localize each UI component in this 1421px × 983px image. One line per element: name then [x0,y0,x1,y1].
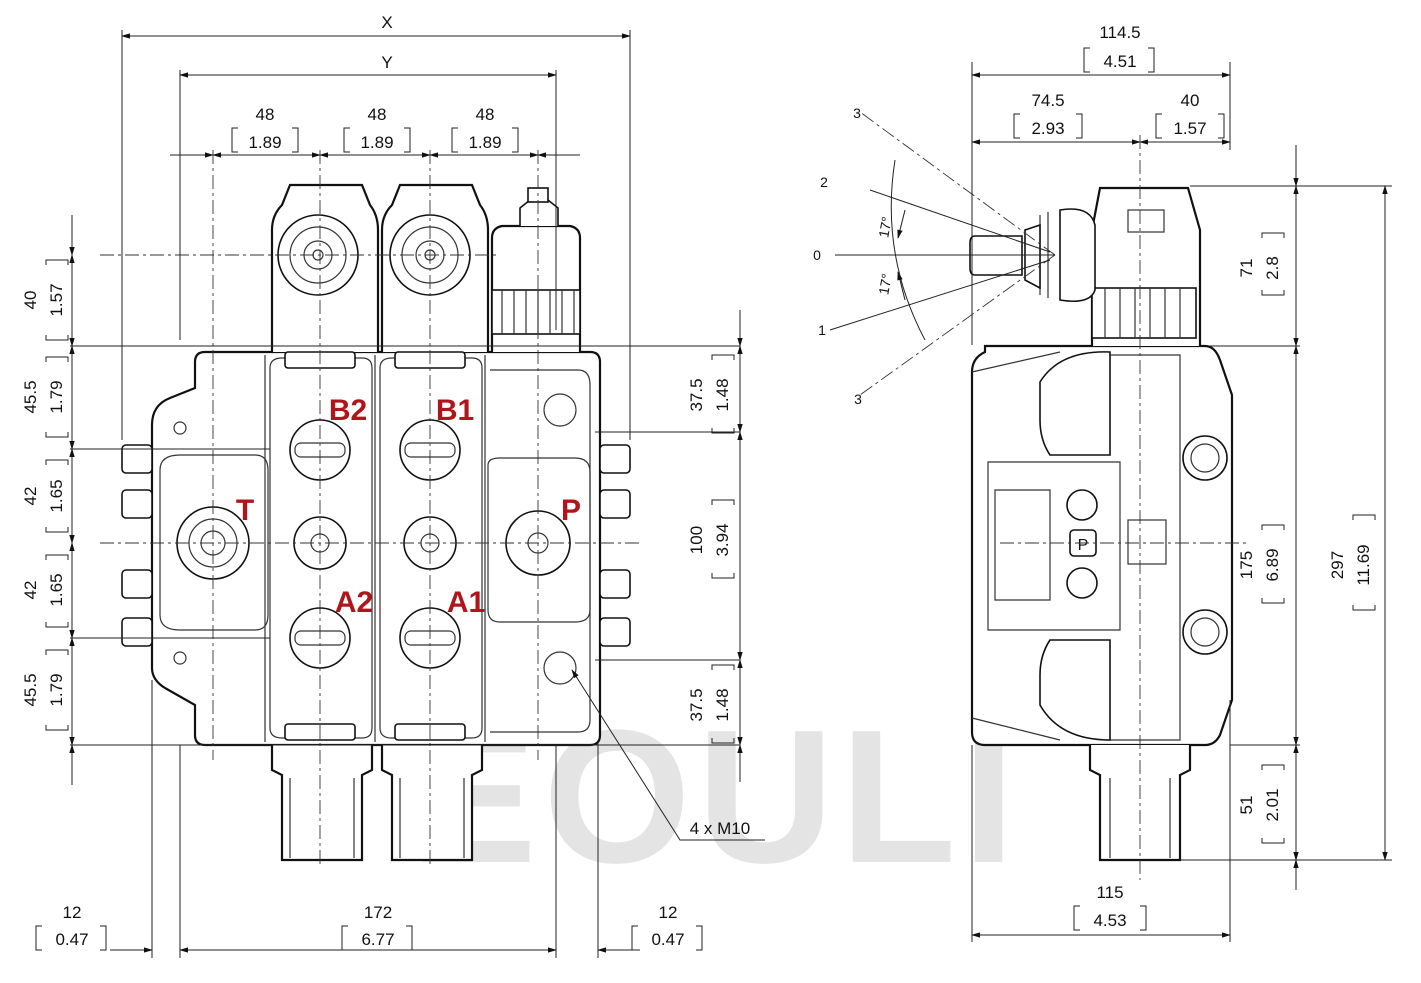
dim-section2-mm: 48 [368,105,387,124]
port-label-a1: A1 [447,586,485,619]
dim-bottom-right-mm: 12 [659,903,678,922]
side-r-mid-mm: 175 [1237,551,1256,579]
port-label-b2: B2 [329,394,367,427]
port-label-p: P [561,494,581,527]
side-r-bot-mm: 51 [1237,796,1256,815]
port-label-a2: A2 [335,586,373,619]
side-bottom-in: 4.53 [1093,911,1126,930]
dim-right2-mm: 100 [687,526,706,554]
angle-down: 17° [875,272,894,296]
dim-bottom-right-in: 0.47 [651,930,684,949]
lever-pos-2: 2 [820,174,828,190]
dim-right3-mm: 37.5 [687,688,706,721]
side-total-mm: 297 [1328,551,1347,579]
dim-left3-mm: 42 [21,487,40,506]
dim-bottom-left-mm: 12 [63,903,82,922]
dim-section3-mm: 48 [476,105,495,124]
dim-bottom-left-in: 0.47 [55,930,88,949]
side-top-total-in: 4.51 [1103,52,1136,71]
dim-left1-mm: 40 [21,291,40,310]
side-top-total-mm: 114.5 [1099,23,1140,42]
port-label-t: T [236,494,254,527]
side-top-left-mm: 74.5 [1031,91,1064,110]
side-body-outline [970,344,1234,747]
lever-pos-1: 1 [818,322,826,338]
lever-pos-3-top: 3 [853,105,861,121]
side-r-top-mm: 71 [1237,259,1256,278]
dim-bottom-mid-mm: 172 [364,903,392,922]
front-bottom-dimensions: 12 0.47 172 6.77 12 0.47 4 x M10 [35,669,765,958]
dim-y-label: Y [381,53,392,72]
front-view: B2 B1 T P A2 A1 [70,150,740,868]
dim-section1-in: 1.89 [248,133,281,152]
dim-right1-in: 1.48 [713,378,732,411]
dim-right2-in: 3.94 [713,523,732,556]
valve-body-outline [150,350,602,747]
side-bottom-mm: 115 [1096,883,1123,902]
dim-left2-mm: 45.5 [21,380,40,413]
angle-up: 17° [875,215,894,239]
dim-left1-in: 1.57 [47,283,66,316]
side-total-in: 11.69 [1354,544,1373,585]
dim-bottom-mid-in: 6.77 [361,930,394,949]
side-top-left-in: 2.93 [1031,119,1064,138]
side-bottom-dimensions: 115 4.53 [971,700,1231,942]
side-r-bot-in: 2.01 [1263,788,1282,821]
side-view: P 3 2 0 1 3 17° 17° [813,105,1250,880]
dim-x-label: X [381,13,392,32]
dim-left4-in: 1.65 [47,573,66,606]
front-right-dimensions: 37.5 1.48 100 3.94 37.5 1.48 [687,310,743,782]
side-r-mid-in: 6.89 [1263,548,1282,581]
dim-right1-mm: 37.5 [687,378,706,411]
dim-section2-in: 1.89 [360,133,393,152]
lever-pos-3-bottom: 3 [854,391,862,407]
lever-pos-0: 0 [813,247,821,263]
dim-left2-in: 1.79 [47,380,66,413]
dim-left5-in: 1.79 [47,673,66,706]
side-top-dimensions: 114.5 4.51 74.5 2.93 40 1.57 [971,23,1231,345]
svg-text:P: P [1078,537,1089,554]
dim-section1-mm: 48 [256,105,275,124]
mount-label: 4 x M10 [690,819,750,838]
front-top-dimensions: X Y 48 1.89 48 1.89 48 1.89 [121,13,631,440]
side-right-dimensions: 71 2.8 175 6.89 51 2.01 297 11.69 [1180,145,1392,890]
dim-right3-in: 1.48 [713,688,732,721]
dim-left4-mm: 42 [21,581,40,600]
port-label-b1: B1 [436,394,474,427]
dim-left5-mm: 45.5 [21,673,40,706]
side-r-top-in: 2.8 [1263,256,1282,280]
side-top-right-in: 1.57 [1173,119,1206,138]
dim-section3-in: 1.89 [468,133,501,152]
side-top-right-mm: 40 [1181,91,1200,110]
front-left-dimensions: 40 1.57 45.5 1.79 42 1.65 42 1.65 45.5 1… [21,215,75,785]
dim-left3-in: 1.65 [47,479,66,512]
